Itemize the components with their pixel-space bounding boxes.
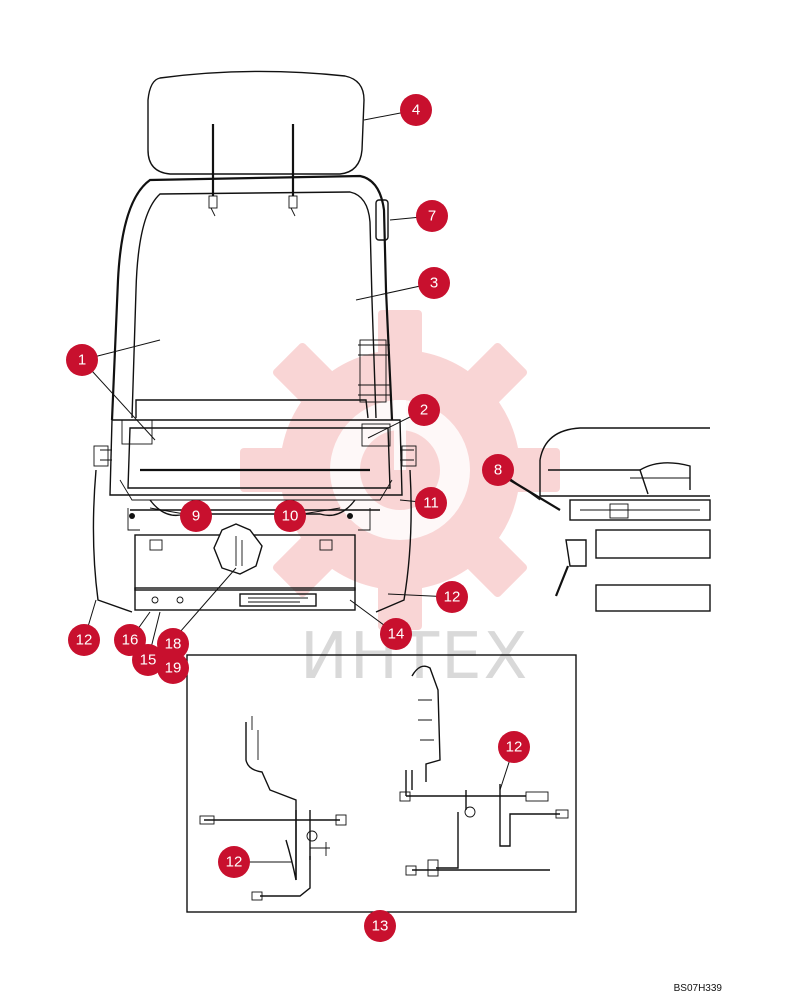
callout-14: 14: [380, 618, 412, 650]
callout-4: 4: [400, 94, 432, 126]
callout-18: 18: [157, 628, 189, 660]
drawing-code: BS07H339: [673, 983, 722, 994]
callout-12: 12: [436, 581, 468, 613]
callout-11: 11: [415, 487, 447, 519]
callout-7: 7: [416, 200, 448, 232]
callout-12: 12: [498, 731, 530, 763]
callout-8: 8: [482, 454, 514, 486]
callout-10: 10: [274, 500, 306, 532]
callout-9: 9: [180, 500, 212, 532]
callout-label: 7: [428, 208, 436, 225]
callout-label: 12: [76, 632, 93, 649]
callout-label: 8: [494, 462, 502, 479]
callout-3: 3: [418, 267, 450, 299]
callout-label: 12: [506, 739, 523, 756]
callout-label: 19: [165, 660, 182, 677]
callout-label: 9: [192, 508, 200, 525]
suspension-base: [92, 469, 412, 613]
callout-label: 14: [388, 626, 405, 643]
callout-label: 18: [165, 636, 182, 653]
callout-2: 2: [408, 394, 440, 426]
seat-frame: [93, 419, 417, 501]
callout-label: 1: [78, 352, 86, 369]
callout-12: 12: [218, 846, 250, 878]
callout-label: 13: [372, 918, 389, 935]
callout-label: 12: [444, 589, 461, 606]
callouts: 1 2 3 4 7 8 9 10 11 12 12 13 14 15 16 19…: [66, 94, 530, 942]
headrest: [147, 70, 365, 217]
callout-label: 15: [140, 652, 157, 669]
callout-label: 10: [282, 508, 299, 525]
callout-label: 2: [420, 402, 428, 419]
callout-label: 11: [423, 495, 439, 512]
callout-16: 16: [114, 624, 146, 656]
callout-19: 19: [157, 652, 189, 684]
callout-1: 1: [66, 344, 98, 376]
callout-label: 4: [412, 102, 420, 119]
callout-label: 12: [226, 854, 243, 871]
side-view: [509, 427, 711, 612]
callout-12: 12: [68, 624, 100, 656]
watermark-text: ИНТЕХ: [300, 620, 529, 694]
callout-label: 3: [430, 275, 438, 292]
backrest: [110, 174, 394, 421]
callout-label: 16: [122, 632, 139, 649]
callout-13: 13: [364, 910, 396, 942]
